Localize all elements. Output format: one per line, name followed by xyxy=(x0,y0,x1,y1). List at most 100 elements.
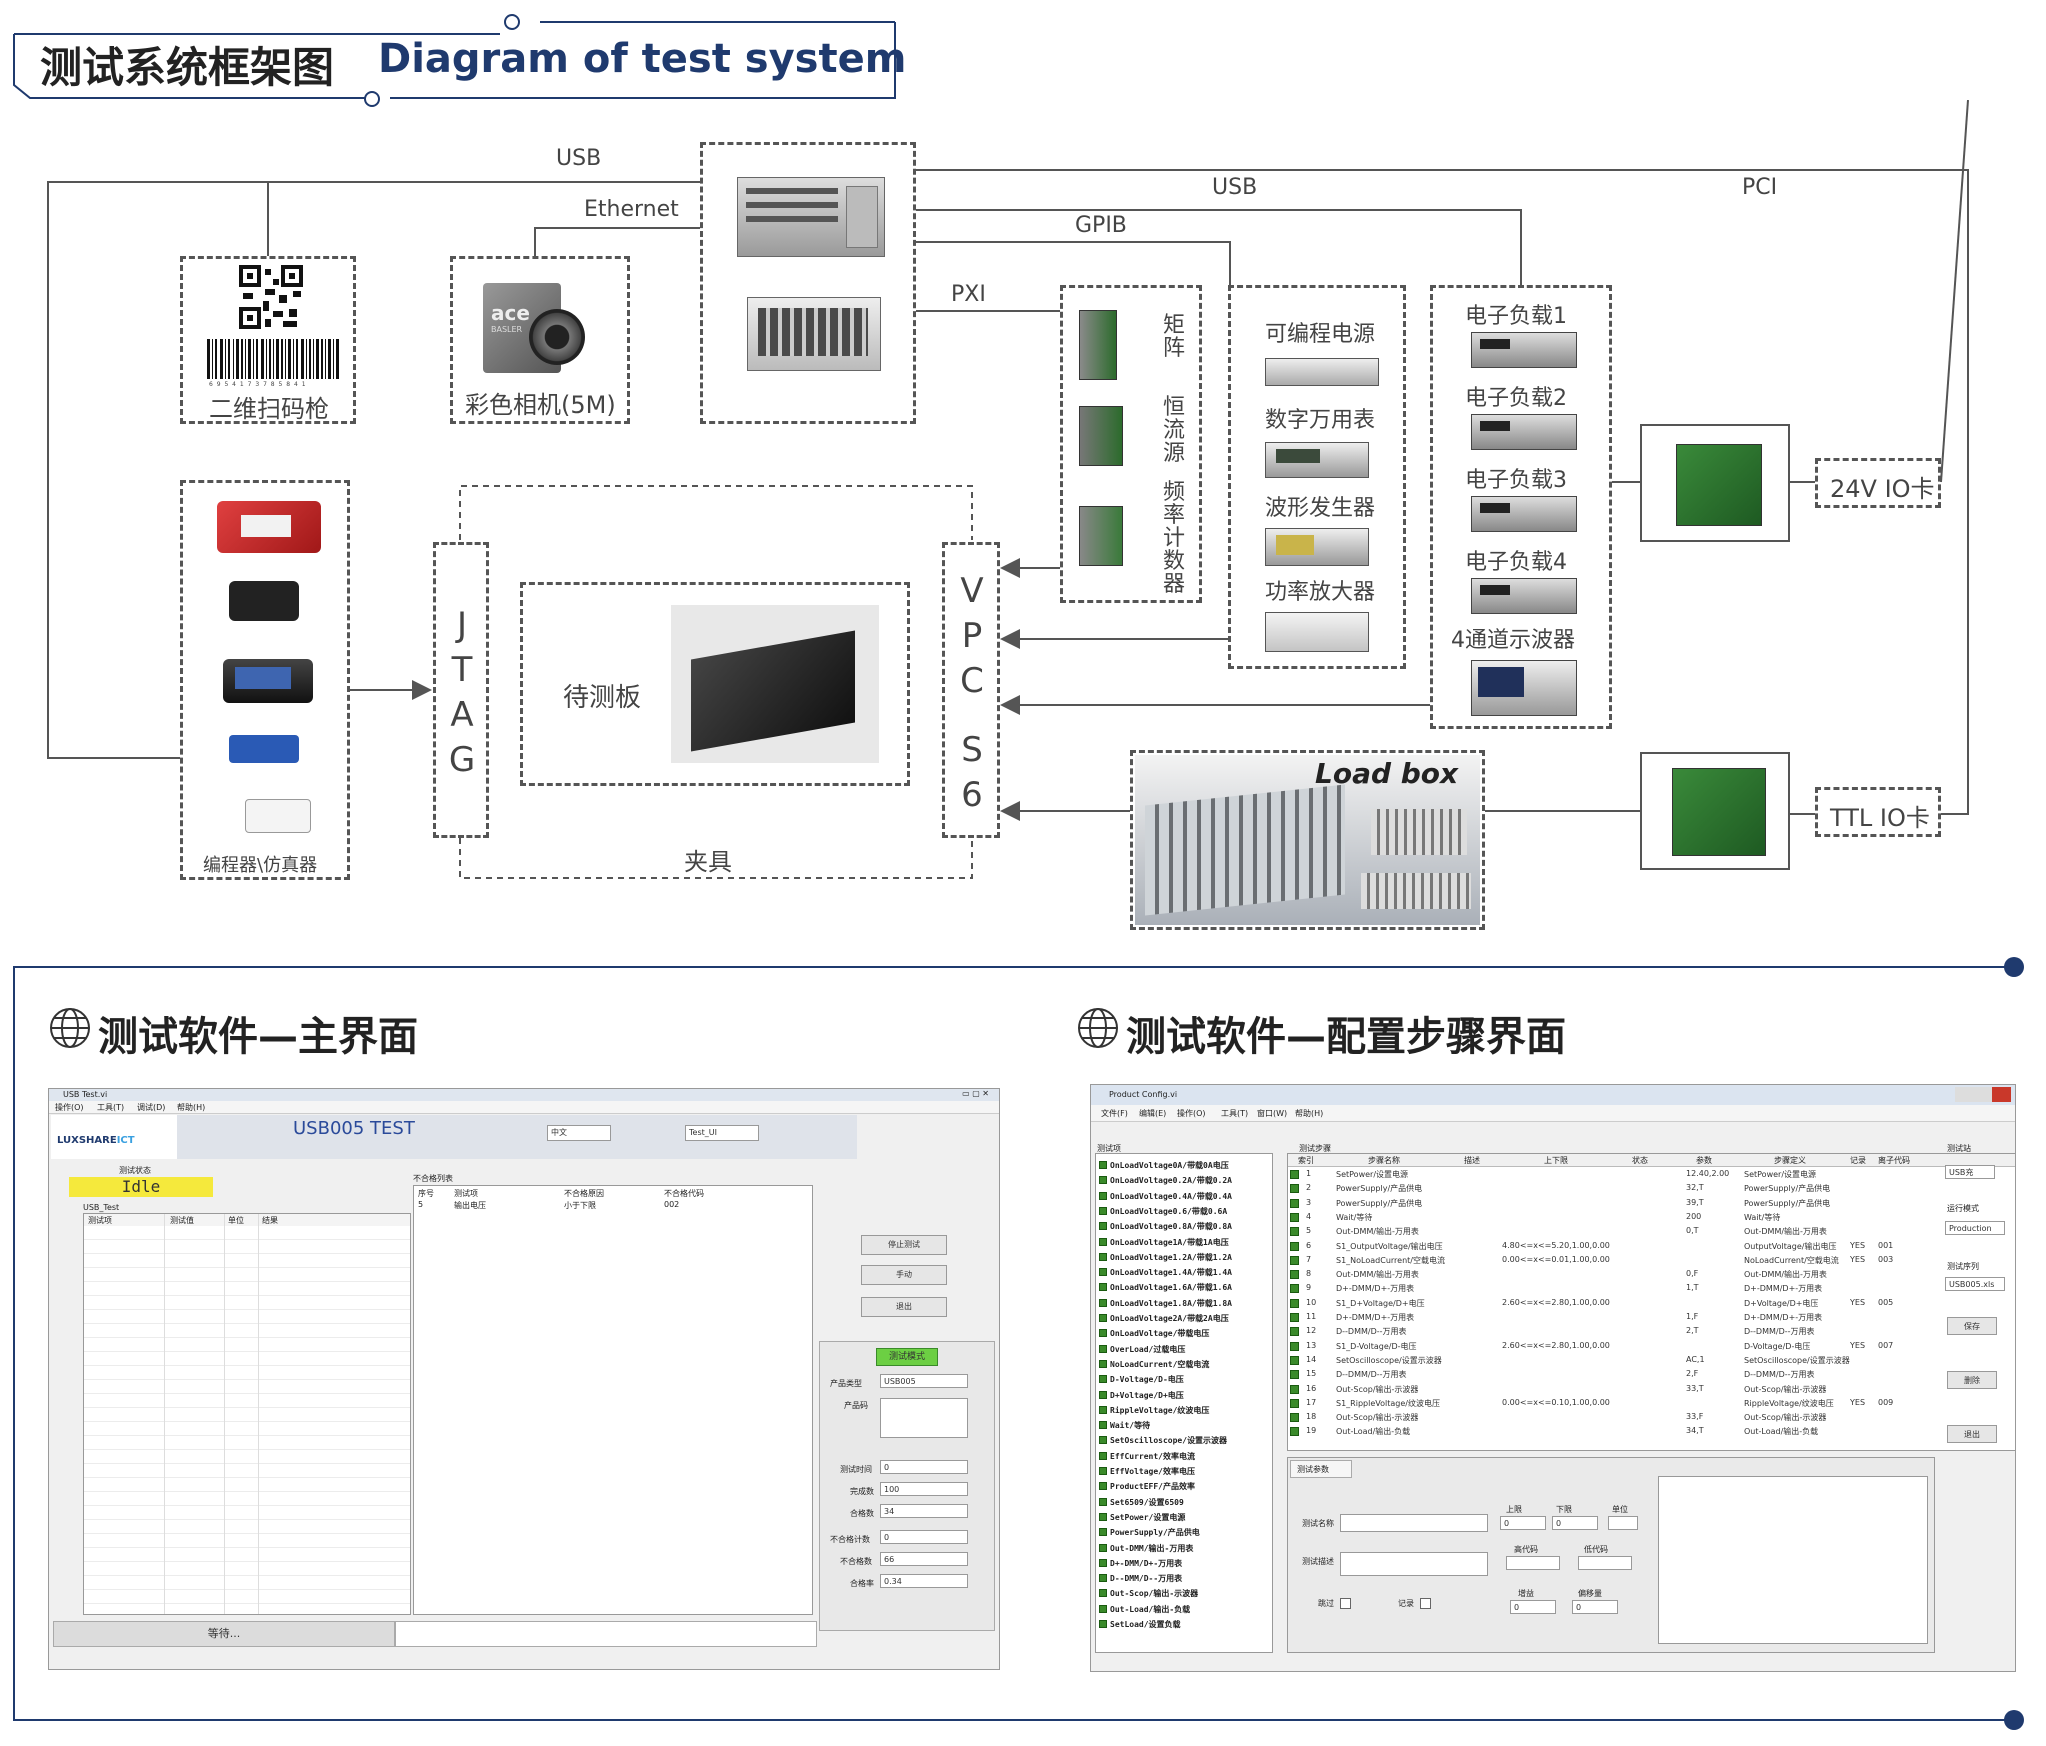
test-item[interactable]: OnLoadVoltage/带载电压 xyxy=(1096,1326,1272,1341)
field-product-code[interactable] xyxy=(880,1398,968,1438)
param-offset-input[interactable]: 0 xyxy=(1572,1600,1618,1614)
step-run-icon[interactable] xyxy=(1290,1384,1299,1394)
step-run-icon[interactable] xyxy=(1290,1341,1299,1351)
test-item[interactable]: EffCurrent/效率电流 xyxy=(1096,1449,1272,1464)
step-run-icon[interactable] xyxy=(1290,1270,1299,1280)
step-run-icon[interactable] xyxy=(1290,1370,1299,1380)
step-run-icon[interactable] xyxy=(1290,1284,1299,1294)
field-product-type[interactable]: USB005 xyxy=(880,1374,968,1388)
test-item[interactable]: OverLoad/过载电压 xyxy=(1096,1342,1272,1357)
step-run-icon[interactable] xyxy=(1290,1313,1299,1322)
step-run-icon[interactable] xyxy=(1290,1198,1299,1208)
language-select[interactable]: 中文 xyxy=(547,1125,611,1141)
test-item[interactable]: D+Voltage/D+电压 xyxy=(1096,1388,1272,1403)
field-test-time[interactable]: 0 xyxy=(880,1460,968,1474)
step-run-icon[interactable] xyxy=(1290,1212,1299,1222)
test-item[interactable]: D+-DMM/D+-万用表 xyxy=(1096,1556,1272,1571)
field-fail-counter[interactable]: 0 xyxy=(880,1530,968,1544)
param-record-checkbox[interactable] xyxy=(1420,1598,1431,1609)
step-run-icon[interactable] xyxy=(1290,1241,1299,1251)
test-item[interactable]: OnLoadVoltage0.2A/带载0.2A xyxy=(1096,1173,1272,1188)
step-run-icon[interactable] xyxy=(1290,1327,1299,1337)
config-menu-3[interactable]: 工具(T) xyxy=(1221,1109,1249,1118)
test-select[interactable]: Test_UI xyxy=(685,1125,759,1141)
step-run-icon[interactable] xyxy=(1290,1298,1299,1308)
param-notes-area[interactable] xyxy=(1658,1476,1928,1644)
main-menu-2[interactable]: 调试(D) xyxy=(137,1103,166,1112)
main-menu-3[interactable]: 帮助(H) xyxy=(177,1103,206,1112)
param-upper-input[interactable]: 0 xyxy=(1500,1516,1546,1530)
param-unit-input[interactable] xyxy=(1608,1516,1638,1530)
field-fail-count[interactable]: 66 xyxy=(880,1552,968,1566)
main-menu-1[interactable]: 工具(T) xyxy=(97,1103,125,1112)
mode-label[interactable]: 测试模式 xyxy=(876,1348,938,1366)
param-name-input[interactable] xyxy=(1340,1514,1488,1532)
config-menu-2[interactable]: 操作(O) xyxy=(1177,1109,1206,1118)
manual-button[interactable]: 手动 xyxy=(861,1265,947,1285)
exit-button[interactable]: 退出 xyxy=(861,1297,947,1317)
config-menu-5[interactable]: 帮助(H) xyxy=(1295,1109,1324,1118)
test-item[interactable]: PowerSupply/产品供电 xyxy=(1096,1525,1272,1540)
results-table[interactable]: 测试项 测试值 单位 结果 xyxy=(83,1213,411,1615)
test-item[interactable]: Out-Scop/输出-示波器 xyxy=(1096,1586,1272,1601)
config-menu-4[interactable]: 窗口(W) xyxy=(1257,1109,1288,1118)
delete-button[interactable]: 删除 xyxy=(1947,1371,1997,1389)
main-menu-0[interactable]: 操作(O) xyxy=(55,1103,84,1112)
test-item[interactable]: Wait/等待 xyxy=(1096,1418,1272,1433)
fail-list-table[interactable]: 序号 测试项 不合格原因 不合格代码 5 输出电压 小于下限 002 xyxy=(413,1185,813,1615)
test-item[interactable]: OnLoadVoltage0.6/带载0.6A xyxy=(1096,1204,1272,1219)
test-item[interactable]: Out-DMM/输出-万用表 xyxy=(1096,1541,1272,1556)
test-item[interactable]: RippleVoltage/纹波电压 xyxy=(1096,1403,1272,1418)
test-item[interactable]: Out-Load/输出-负载 xyxy=(1096,1602,1272,1617)
step-run-icon[interactable] xyxy=(1290,1255,1299,1265)
step-run-icon[interactable] xyxy=(1290,1170,1299,1179)
seq-field[interactable]: USB005.xls xyxy=(1945,1277,2005,1291)
param-desc-input[interactable] xyxy=(1340,1552,1488,1576)
test-item[interactable]: OnLoadVoltage1.8A/带载1.8A xyxy=(1096,1296,1272,1311)
config-exit-button[interactable]: 退出 xyxy=(1947,1425,1997,1443)
test-item[interactable]: Set6509/设置6509 xyxy=(1096,1495,1272,1510)
test-item[interactable]: OnLoadVoltage1.6A/带载1.6A xyxy=(1096,1280,1272,1295)
runmode-select[interactable]: Production xyxy=(1945,1221,2005,1235)
param-skip-checkbox[interactable] xyxy=(1340,1598,1351,1609)
test-item[interactable]: EffVoltage/效率电压 xyxy=(1096,1464,1272,1479)
params-tab[interactable]: 测试参数 xyxy=(1290,1460,1352,1478)
field-pass-count[interactable]: 34 xyxy=(880,1504,968,1518)
test-item[interactable]: OnLoadVoltage0.4A/带载0.4A xyxy=(1096,1189,1272,1204)
save-button[interactable]: 保存 xyxy=(1947,1317,1997,1335)
test-item[interactable]: OnLoadVoltage1A/带载1A电压 xyxy=(1096,1235,1272,1250)
field-pass-rate[interactable]: 0.34 xyxy=(880,1574,968,1588)
param-lowcode-input[interactable] xyxy=(1578,1556,1632,1570)
stop-test-button[interactable]: 停止测试 xyxy=(861,1235,947,1255)
step-run-icon[interactable] xyxy=(1290,1413,1299,1423)
test-item[interactable]: OnLoadVoltage0.8A/带载0.8A xyxy=(1096,1219,1272,1234)
config-menu-1[interactable]: 编辑(E) xyxy=(1139,1109,1167,1118)
test-item[interactable]: OnLoadVoltage1.4A/带载1.4A xyxy=(1096,1265,1272,1280)
test-item[interactable]: D--DMM/D--万用表 xyxy=(1096,1571,1272,1586)
station-select[interactable]: USB充 xyxy=(1945,1165,1995,1179)
test-item[interactable]: D-Voltage/D-电压 xyxy=(1096,1372,1272,1387)
step-run-icon[interactable] xyxy=(1290,1398,1299,1408)
config-window-controls[interactable] xyxy=(1955,1087,2011,1102)
param-lower-input[interactable]: 0 xyxy=(1552,1516,1598,1530)
main-window-controls[interactable]: ▭ ▢ ✕ xyxy=(962,1089,989,1098)
step-run-icon[interactable] xyxy=(1290,1355,1299,1365)
test-item[interactable]: OnLoadVoltage0A/带载0A电压 xyxy=(1096,1158,1272,1173)
